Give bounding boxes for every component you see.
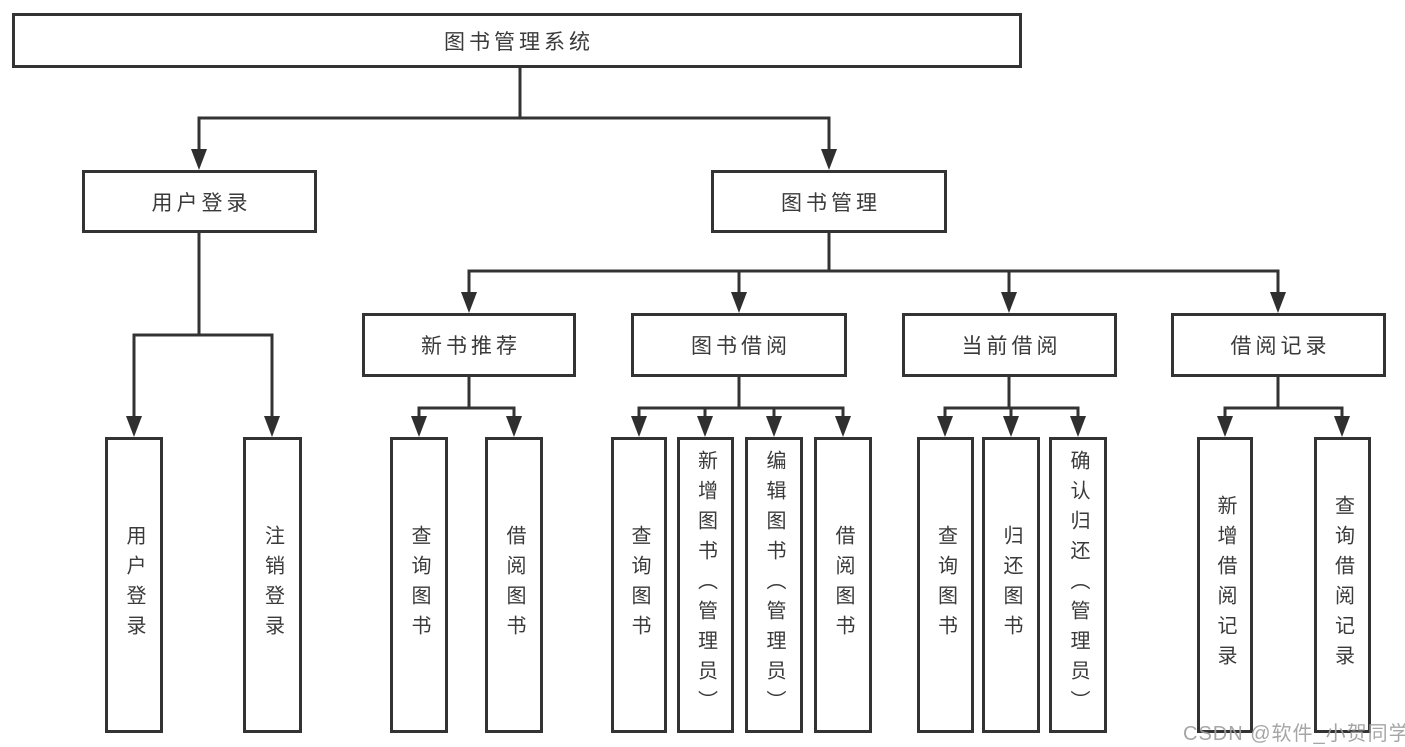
- csdn-watermark: CSDN @软件_小贺同学: [1183, 723, 1405, 745]
- node-new-book-recommend-label: 新书推荐: [421, 335, 521, 358]
- leaf-confirm-return-admin-label: 确认归还（管理员）: [1067, 450, 1089, 720]
- node-book-management: 图书管理: [711, 170, 947, 233]
- node-new-book-recommend: 新书推荐: [362, 313, 576, 377]
- leaf-return-book: 归还图书: [982, 437, 1040, 733]
- node-current-borrow: 当前借阅: [902, 313, 1117, 377]
- leaf-user-login: 用户登录: [105, 437, 163, 733]
- node-book-borrow-label: 图书借阅: [691, 335, 791, 358]
- leaf-add-borrow-record-label: 新增借阅记录: [1214, 495, 1236, 675]
- leaf-edit-book-admin-label: 编辑图书（管理员）: [763, 450, 785, 720]
- leaf-query-books-borrow: 查询图书: [611, 437, 667, 733]
- leaf-query-books-current: 查询图书: [917, 437, 974, 733]
- leaf-add-borrow-record: 新增借阅记录: [1197, 437, 1253, 733]
- node-book-borrow: 图书借阅: [631, 313, 847, 377]
- leaf-borrow-books-label: 借阅图书: [832, 525, 854, 645]
- leaf-edit-book-admin: 编辑图书（管理员）: [745, 437, 803, 733]
- leaf-query-books-current-label: 查询图书: [934, 525, 957, 645]
- leaf-borrow-books: 借阅图书: [814, 437, 872, 733]
- leaf-borrow-books-recommend: 借阅图书: [485, 437, 543, 733]
- node-user-login-label: 用户登录: [151, 191, 252, 215]
- node-root-label: 图书管理系统: [444, 30, 594, 54]
- leaf-confirm-return-admin: 确认归还（管理员）: [1049, 437, 1107, 733]
- leaf-user-login-label: 用户登录: [123, 525, 145, 645]
- leaf-query-books-borrow-label: 查询图书: [628, 525, 650, 645]
- leaf-add-book-admin-label: 新增图书（管理员）: [694, 450, 717, 720]
- leaf-query-books-recommend: 查询图书: [390, 437, 448, 733]
- node-user-login: 用户登录: [82, 170, 317, 233]
- node-root: 图书管理系统: [12, 13, 1022, 68]
- node-borrow-records-label: 借阅记录: [1230, 335, 1331, 358]
- node-borrow-records: 借阅记录: [1171, 313, 1386, 377]
- leaf-logout: 注销登录: [243, 437, 302, 733]
- leaf-query-borrow-record: 查询借阅记录: [1314, 437, 1371, 733]
- leaf-add-book-admin: 新增图书（管理员）: [677, 437, 734, 733]
- leaf-query-books-recommend-label: 查询图书: [408, 525, 430, 645]
- node-book-management-label: 图书管理: [781, 191, 881, 215]
- node-current-borrow-label: 当前借阅: [961, 335, 1062, 358]
- leaf-logout-label: 注销登录: [261, 525, 284, 645]
- leaf-borrow-books-recommend-label: 借阅图书: [503, 525, 525, 645]
- leaf-query-borrow-record-label: 查询借阅记录: [1331, 495, 1354, 675]
- leaf-return-book-label: 归还图书: [1000, 525, 1022, 645]
